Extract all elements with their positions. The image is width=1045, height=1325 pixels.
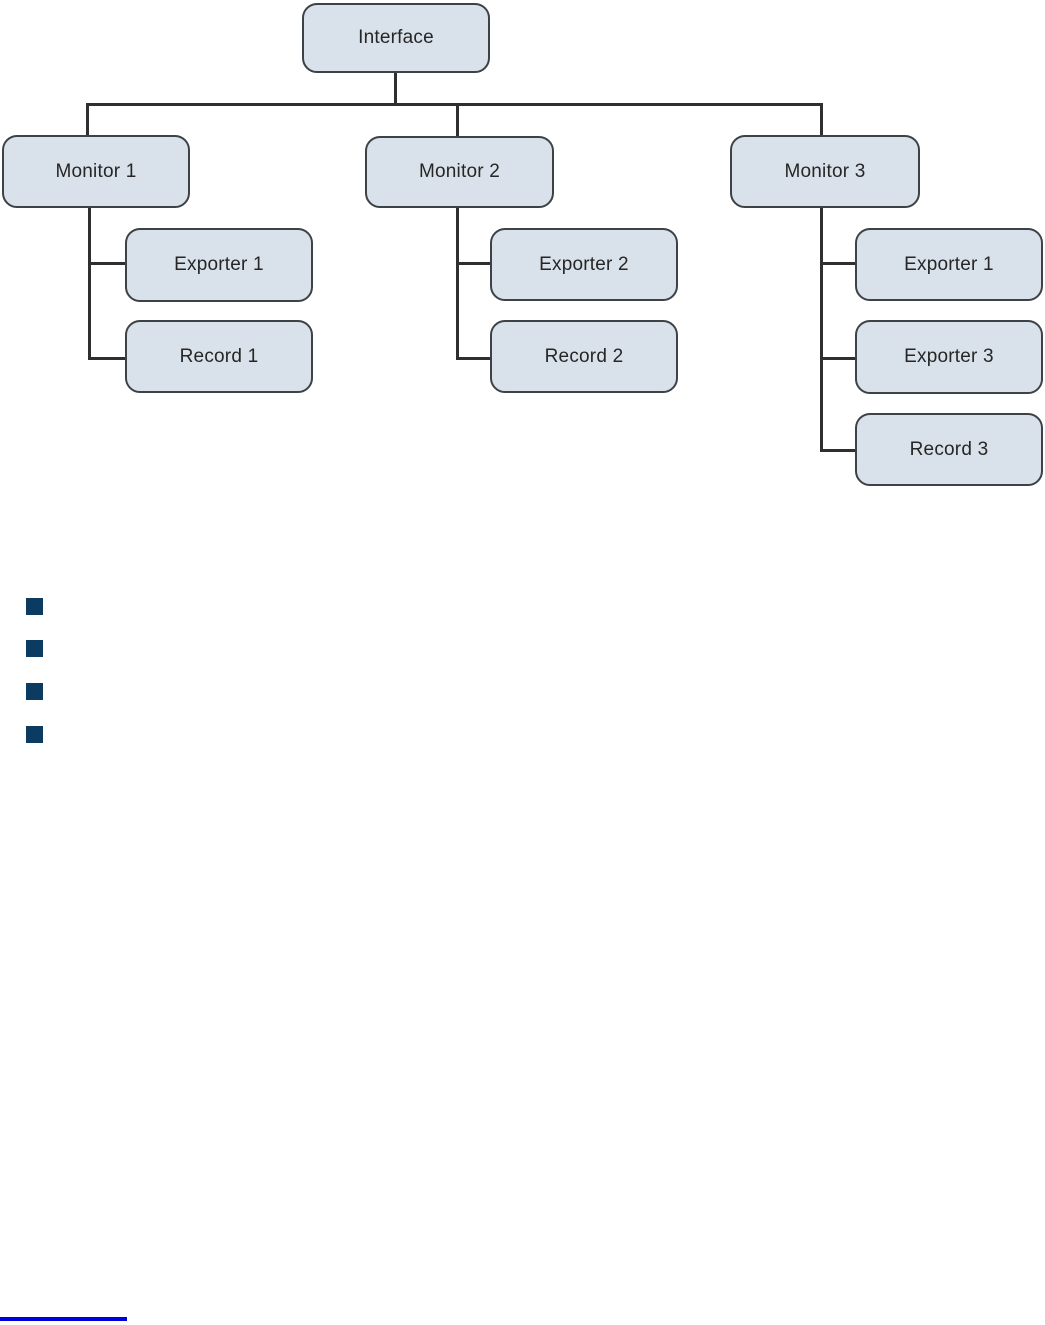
node-monitor-3-label: Monitor 3 xyxy=(784,160,866,182)
node-monitor3-exporter-3: Exporter 3 xyxy=(855,320,1043,394)
node-monitor3-record-3: Record 3 xyxy=(855,413,1043,486)
node-monitor1-record-1-label: Record 1 xyxy=(179,345,259,367)
node-monitor-3: Monitor 3 xyxy=(730,135,920,208)
connector-monitor1-drop xyxy=(86,103,89,136)
node-monitor-2-label: Monitor 2 xyxy=(418,161,500,182)
connector-top-horizontal xyxy=(86,103,823,106)
node-monitor-1-label: Monitor 1 xyxy=(55,160,137,182)
connector-monitor3-drop xyxy=(820,103,823,136)
node-monitor1-exporter-1-label: Exporter 1 xyxy=(174,254,264,275)
list-bullet-square-1 xyxy=(26,598,43,615)
connector-monitor2-spine xyxy=(456,208,459,360)
connector-monitor2-stub-2 xyxy=(456,357,490,360)
node-monitor3-record-3-label: Record 3 xyxy=(909,438,989,460)
connector-monitor2-drop xyxy=(456,103,459,137)
node-monitor-1: Monitor 1 xyxy=(2,135,190,208)
connector-monitor3-stub-3 xyxy=(820,449,855,452)
connector-monitor1-stub-1 xyxy=(88,262,125,265)
connector-monitor3-stub-2 xyxy=(820,357,855,360)
node-monitor2-exporter-2: Exporter 2 xyxy=(490,228,678,301)
list-bullet-square-3 xyxy=(26,683,43,700)
node-monitor-2: Monitor 2 xyxy=(365,136,554,208)
node-monitor2-record-2: Record 2 xyxy=(490,320,678,393)
node-monitor3-exporter-1-label: Exporter 1 xyxy=(904,253,994,275)
node-monitor2-record-2-label: Record 2 xyxy=(544,345,624,367)
list-bullet-square-4 xyxy=(26,726,43,743)
node-monitor3-exporter-1: Exporter 1 xyxy=(855,228,1043,301)
list-bullet-square-2 xyxy=(26,640,43,657)
node-monitor2-exporter-2-label: Exporter 2 xyxy=(539,253,629,275)
connector-root-drop xyxy=(394,73,397,106)
connector-monitor1-spine xyxy=(88,208,91,360)
footer-rule xyxy=(0,1317,127,1321)
node-monitor3-exporter-3-label: Exporter 3 xyxy=(904,346,994,367)
node-monitor1-exporter-1: Exporter 1 xyxy=(125,228,313,302)
node-interface: Interface xyxy=(302,3,490,73)
connector-monitor1-stub-2 xyxy=(88,357,125,360)
node-monitor1-record-1: Record 1 xyxy=(125,320,313,393)
connector-monitor3-stub-1 xyxy=(820,262,855,265)
connector-monitor2-stub-1 xyxy=(456,262,490,265)
connector-monitor3-spine xyxy=(820,208,823,452)
node-interface-label: Interface xyxy=(358,27,434,48)
